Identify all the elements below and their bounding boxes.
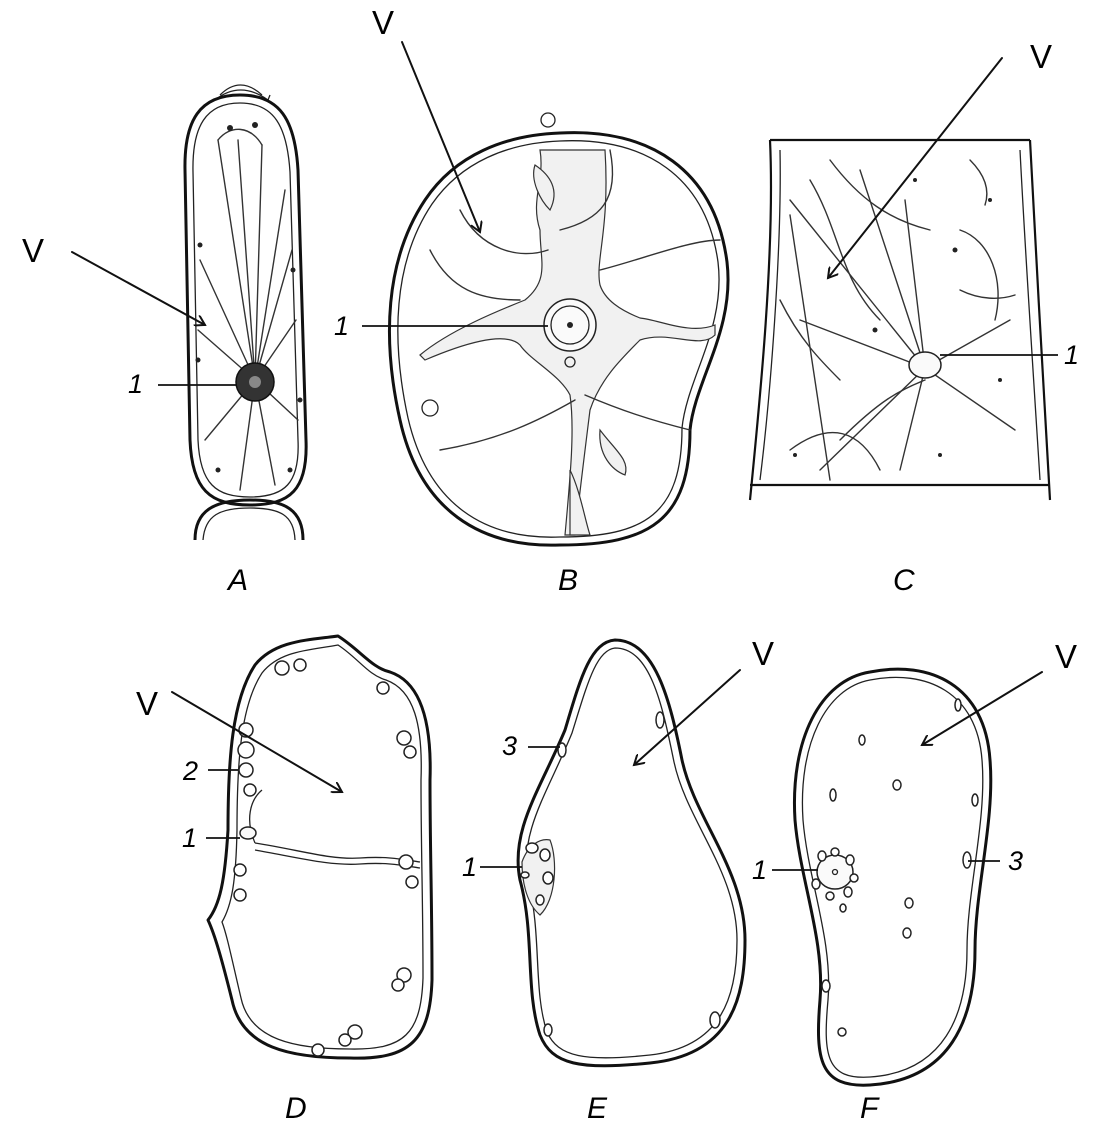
panel-label-a: A: [226, 564, 248, 597]
label-1-f: 1: [752, 855, 767, 885]
panel-e-cell: [518, 640, 745, 1066]
label-v-d: V: [136, 685, 158, 722]
label-1-a: 1: [128, 369, 143, 399]
panel-f-cell: [794, 669, 990, 1085]
label-3-f: 3: [1008, 846, 1023, 876]
panel-label-d: D: [285, 1092, 307, 1125]
label-v-f: V: [1055, 638, 1077, 675]
panel-b-cell: [389, 113, 728, 545]
label-v-a: V: [22, 232, 44, 269]
arrow-a-v: [72, 252, 205, 325]
label-1-c: 1: [1064, 340, 1079, 370]
label-v-b: V: [372, 4, 394, 41]
panel-a-cell: [185, 85, 306, 540]
label-2-d: 2: [182, 756, 198, 786]
label-3-e: 3: [502, 731, 517, 761]
label-v-e: V: [752, 635, 774, 672]
label-v-c: V: [1030, 38, 1052, 75]
arrow-c-v: [828, 58, 1002, 278]
panel-d-cell: [208, 636, 432, 1058]
label-1-d: 1: [182, 823, 197, 853]
panel-label-f: F: [860, 1092, 880, 1125]
panel-label-c: C: [893, 564, 915, 597]
panel-label-e: E: [587, 1092, 608, 1125]
panel-label-b: B: [558, 564, 578, 597]
label-1-b: 1: [334, 311, 349, 341]
label-1-e: 1: [462, 852, 477, 882]
panel-c-cell: [750, 140, 1050, 500]
